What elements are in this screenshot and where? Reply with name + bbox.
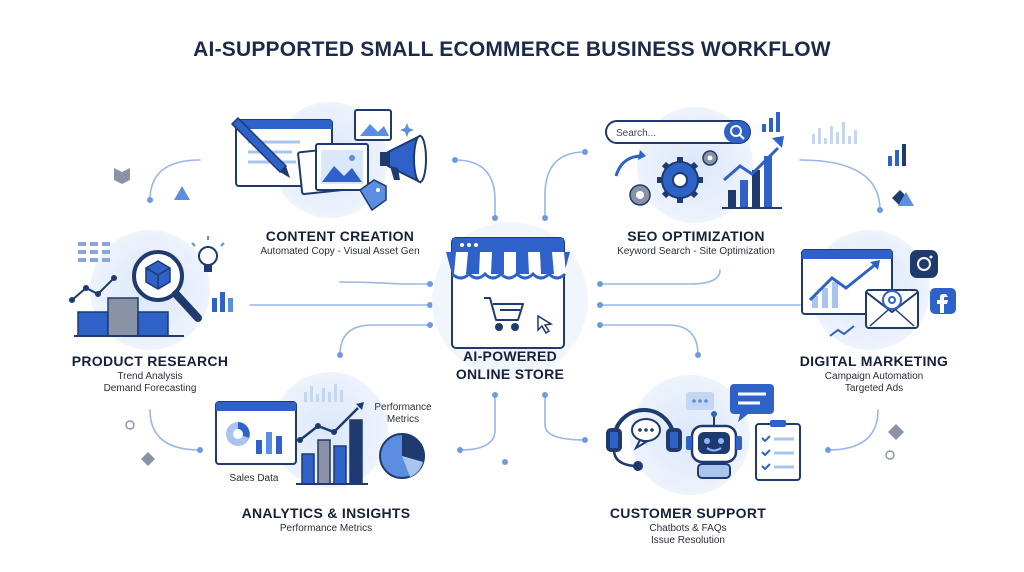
connector-store-marketing-1 (599, 269, 721, 285)
digital-marketing-label: DIGITAL MARKETING Campaign Automation Ta… (784, 353, 964, 396)
cursor-icon (537, 314, 554, 335)
trend-arrow-icon (808, 262, 877, 302)
trend-line-icon (299, 407, 359, 441)
content-creation-subtitle: Automated Copy - Visual Asset Gen (260, 245, 420, 257)
connector-content-product (149, 159, 201, 201)
connector-content-store (454, 159, 496, 219)
lightbulb-icon (191, 236, 225, 272)
faded-bars-icon (812, 122, 857, 144)
headset-icon (606, 408, 682, 471)
connector-dots (147, 149, 883, 465)
connector-seo-store (544, 151, 586, 219)
center-store-group (432, 222, 588, 378)
analytics-title: ANALYTICS & INSIGHTS (241, 505, 411, 521)
table-grid-icon (78, 242, 110, 262)
cube-icon (145, 260, 171, 290)
digital-marketing-illustration (801, 230, 956, 350)
customer-support-line-2: Issue Resolution (651, 535, 725, 546)
digital-marketing-line-2: Targeted Ads (844, 383, 904, 394)
small-gear-icon (629, 150, 718, 206)
connector-store-support (544, 394, 586, 441)
message-bubbles-icon (686, 384, 774, 422)
analytics-illustration (215, 372, 425, 488)
image-icon (354, 109, 392, 141)
connector-store-analytics (459, 394, 496, 451)
content-creation-illustration (230, 102, 427, 218)
analytics-label: ANALYTICS & INSIGHTS Performance Metrics (226, 505, 426, 535)
mini-bars-icon (762, 112, 780, 132)
search-bar (605, 120, 751, 144)
customer-support-illustration (606, 375, 801, 495)
connector-seo-marketing (799, 159, 881, 211)
performance-metrics-annotation: Performance Metrics (368, 402, 438, 426)
connector-product-analytics (149, 409, 201, 451)
analytics-subtitle: Performance Metrics (279, 522, 373, 534)
customer-support-line-1: Chatbots & FAQs (649, 522, 727, 534)
pie-chart-icon (379, 433, 425, 479)
mini-trend-icon (829, 325, 855, 337)
connector-product-store-1 (339, 281, 431, 285)
gear-icon (657, 157, 703, 203)
decorative-shapes (114, 123, 914, 466)
perf-line-1: Performance (374, 402, 432, 413)
faded-bars-icon (304, 384, 343, 402)
bar-chart-icon (296, 419, 368, 485)
boxes-icon (74, 297, 184, 337)
connector-product-store-3 (339, 324, 431, 356)
store-awning (446, 252, 570, 280)
product-research-illustration (69, 230, 233, 350)
pen-icon (230, 116, 290, 178)
perf-line-2: Metrics (386, 414, 420, 425)
search-icon (730, 125, 742, 137)
product-research-line-2: Demand Forecasting (103, 383, 197, 394)
cart-icon (484, 297, 524, 331)
seo-optimization-title: SEO OPTIMIZATION (627, 228, 765, 244)
seo-optimization-subtitle: Keyword Search - Site Optimization (617, 245, 775, 257)
customer-support-label: CUSTOMER SUPPORT Chatbots & FAQs Issue R… (598, 505, 778, 548)
sales-data-label: Sales Data (229, 473, 279, 484)
customer-support-title: CUSTOMER SUPPORT (609, 505, 767, 521)
seo-illustration (605, 107, 906, 223)
search-input[interactable]: Search... (616, 128, 656, 139)
page-title: AI-SUPPORTED SMALL ECOMMERCE BUSINESS WO… (193, 38, 831, 61)
product-research-line-1: Trend Analysis (117, 370, 183, 382)
digital-marketing-title: DIGITAL MARKETING (799, 353, 949, 369)
instagram-icon (910, 250, 938, 278)
bar-chart-icon (722, 156, 782, 209)
content-creation-title: CONTENT CREATION (265, 228, 415, 244)
tag-icon (359, 179, 387, 212)
connector-marketing-support (827, 409, 879, 451)
connector-store-marketing-3 (599, 324, 699, 356)
center-line-2: ONLINE STORE (455, 365, 565, 382)
chat-bubble-icon (631, 418, 661, 451)
line-trend-icon (71, 277, 115, 301)
email-icon (865, 289, 919, 329)
megaphone-icon (380, 134, 427, 184)
small-bars-icon (212, 292, 233, 312)
robot-icon (686, 411, 742, 479)
seo-optimization-label: SEO OPTIMIZATION Keyword Search - Site O… (596, 228, 796, 258)
blue-bars-icon (888, 144, 906, 166)
checklist-icon (755, 420, 801, 481)
product-research-label: PRODUCT RESEARCH Trend Analysis Demand F… (60, 353, 240, 396)
center-line-1: AI-POWERED (463, 348, 557, 364)
trend-arrow-icon (723, 146, 780, 182)
photo-card-icon (297, 143, 369, 195)
center-store-label: AI-POWERED ONLINE STORE (440, 348, 580, 383)
content-creation-label: CONTENT CREATION Automated Copy - Visual… (240, 228, 440, 258)
product-research-title: PRODUCT RESEARCH (71, 353, 229, 369)
facebook-icon (930, 288, 956, 314)
digital-marketing-line-1: Campaign Automation (824, 370, 924, 382)
connectors (149, 151, 881, 451)
